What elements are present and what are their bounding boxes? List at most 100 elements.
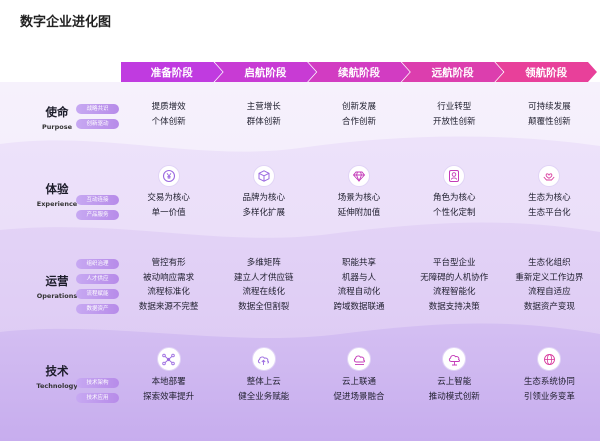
cell-line: 个性化定制 [432, 207, 476, 218]
cell-line: 管控有形 [151, 258, 186, 268]
cell-line: 重新定义工作边界 [515, 272, 584, 283]
cell: 本地部署探索效率提升 [121, 347, 216, 404]
cell-line: 个体创新 [151, 116, 186, 127]
cube-box-icon [252, 165, 275, 187]
cell-line: 流程智能化 [432, 287, 476, 297]
cell-line: 平台型企业 [432, 258, 476, 268]
cell: 行业转型开放性创新 [407, 100, 502, 129]
cell-line: 流程在线化 [242, 287, 286, 297]
tag-list-purpose: 战略共识 创新驱动 [76, 104, 119, 134]
row-title-cn: 使命 [45, 105, 69, 119]
cell-line: 延伸附加值 [337, 207, 381, 218]
row-title-en: Purpose [42, 123, 72, 131]
cell-line: 推动模式创新 [428, 391, 480, 402]
cell: 生态化组织重新定义工作边界流程自适应数据资产变现 [502, 256, 597, 314]
cell: 管控有形被动响应需求流程标准化数据来源不完整 [121, 256, 216, 314]
cell: 创新发展合作创新 [311, 100, 406, 129]
cell: 整体上云健全业务赋能 [216, 347, 311, 404]
cell-line: 场景为核心 [337, 193, 381, 203]
cell-line: 生态化组织 [528, 258, 571, 268]
cell-line: 建立人才供应链 [234, 272, 294, 283]
cell-line: 数据资产变现 [523, 301, 575, 312]
cell-line: 健全业务赋能 [238, 391, 290, 402]
cell-line: 无障碍的人机协作 [420, 272, 489, 283]
cell-line: 云上智能 [437, 377, 472, 387]
stage-chevron: 启航阶段 [215, 62, 317, 82]
cell-line: 多样化扩展 [242, 207, 286, 218]
tag: 产品服务 [76, 210, 119, 220]
tag: 人才供应 [76, 274, 119, 284]
cell-line: 品牌为核心 [242, 193, 286, 203]
tag: 组织治理 [76, 259, 119, 269]
cell: 职能共享机器与人流程自动化跨域数据联通 [311, 256, 406, 314]
cell-line: 角色为核心 [432, 193, 476, 203]
cell-line: 机器与人 [342, 272, 377, 283]
tag: 创新驱动 [76, 119, 119, 129]
cell-line: 数据全但割裂 [238, 301, 290, 312]
cell-line: 行业转型 [437, 102, 472, 112]
tag: 数据资产 [76, 304, 119, 314]
row-title-en: Operations [36, 292, 78, 300]
page-title: 数字企业进化图 [20, 15, 112, 30]
cloud-link-icon [347, 347, 371, 371]
cell-line: 引领业务变革 [523, 391, 575, 402]
stage-chevron: 续航阶段 [308, 62, 410, 82]
tag-list-experience: 互动连接 产品服务 [76, 195, 119, 225]
cell: 可持续发展颠覆性创新 [502, 100, 597, 129]
row-title-cn: 运营 [45, 274, 69, 288]
tag: 技术应用 [76, 393, 119, 403]
tag: 互动连接 [76, 195, 119, 205]
cell-line: 数据来源不完整 [138, 301, 199, 312]
cell-line: 职能共享 [342, 258, 377, 268]
cell-line: 提质增效 [151, 102, 186, 112]
cell-line: 单一价值 [151, 207, 186, 218]
tag-list-technology: 技术架构 技术应用 [76, 378, 119, 408]
cell-line: 生态系统协同 [523, 377, 575, 387]
row-label-purpose: 使命 Purpose [22, 104, 92, 131]
row-title-cn: 体验 [45, 182, 69, 196]
cell: 主营增长群体创新 [216, 100, 311, 129]
cell-line: 流程自适应 [528, 287, 571, 297]
cell-line: 合作创新 [342, 116, 377, 127]
cells-experience: 交易为核心单一价值 品牌为核心多样化扩展 场景为核心延伸附加值 角色为核心个性化… [121, 165, 597, 220]
stage-chevron: 领航阶段 [495, 62, 597, 82]
cell: 云上智能推动模式创新 [407, 347, 502, 404]
cell: 平台型企业无障碍的人机协作流程智能化数据支持决策 [407, 256, 502, 314]
cell-line: 生态为核心 [528, 193, 571, 203]
cell-line: 可持续发展 [528, 102, 571, 112]
cell-line: 生态平台化 [528, 207, 571, 218]
row-label-technology: 技术 Technology [22, 363, 92, 390]
cells-technology: 本地部署探索效率提升 整体上云健全业务赋能 云上联通促进场景融合 云上智能推动模… [121, 347, 597, 404]
heart-hands-icon [538, 165, 561, 187]
tag: 技术架构 [76, 378, 119, 388]
cell-line: 跨域数据联通 [333, 301, 385, 312]
cell-line: 探索效率提升 [143, 391, 195, 402]
cell-line: 本地部署 [151, 377, 186, 387]
cell-line: 创新发展 [342, 102, 377, 112]
stage-chevron: 准备阶段 [121, 62, 223, 82]
cell: 交易为核心单一价值 [121, 165, 216, 220]
globe-ecosystem-icon [537, 347, 562, 371]
persona-icon [443, 165, 466, 187]
row-title-cn: 技术 [45, 364, 69, 378]
stage-chevron: 远航阶段 [402, 62, 504, 82]
cloud-intelligence-icon [442, 347, 467, 371]
cell: 云上联通促进场景融合 [311, 347, 406, 404]
tag: 流程赋能 [76, 289, 119, 299]
cell-line: 交易为核心 [147, 193, 190, 203]
yuan-coin-icon [157, 165, 180, 187]
cell-line: 被动响应需求 [143, 272, 195, 283]
cell-line: 流程标准化 [147, 287, 190, 297]
stage-header: 准备阶段启航阶段续航阶段远航阶段领航阶段 [121, 62, 597, 82]
cell: 提质增效个体创新 [121, 100, 216, 129]
tag: 战略共识 [76, 104, 119, 114]
network-nodes-icon [156, 347, 181, 371]
cell-line: 流程自动化 [337, 287, 381, 297]
row-label-operations: 运营 Operations [22, 273, 92, 300]
cells-operations: 管控有形被动响应需求流程标准化数据来源不完整 多维矩阵建立人才供应链流程在线化数… [121, 256, 597, 314]
cell: 生态为核心生态平台化 [502, 165, 597, 220]
cells-purpose: 提质增效个体创新 主营增长群体创新 创新发展合作创新 行业转型开放性创新 可持续… [121, 100, 597, 129]
cell: 角色为核心个性化定制 [407, 165, 502, 220]
tag-list-operations: 组织治理 人才供应 流程赋能 数据资产 [76, 259, 119, 319]
cell-line: 云上联通 [342, 377, 377, 387]
